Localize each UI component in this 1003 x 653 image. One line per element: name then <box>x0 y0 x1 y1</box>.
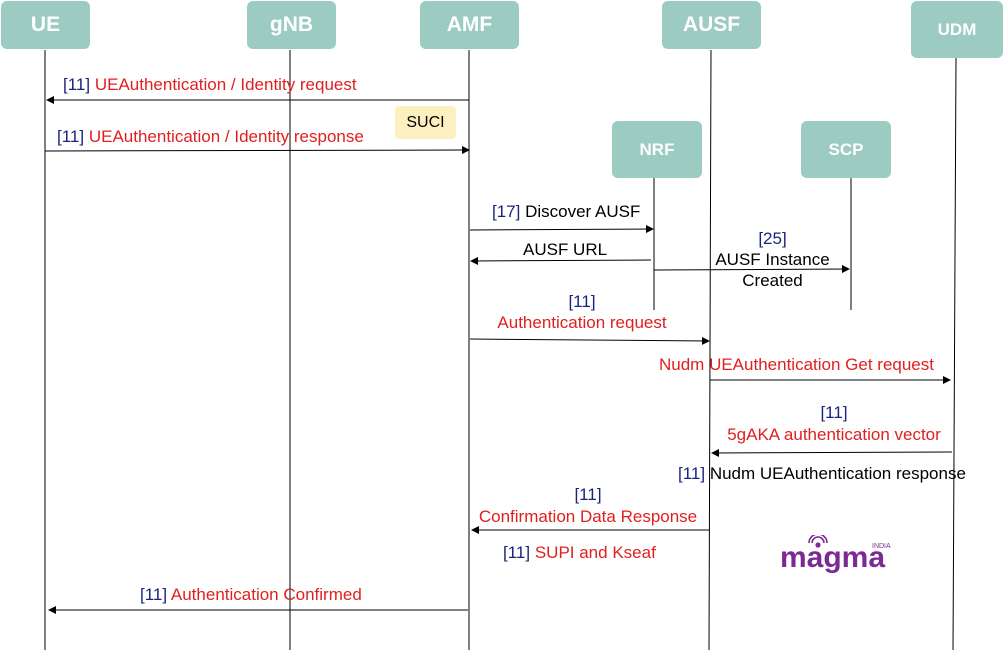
actor-scp: SCP <box>801 121 891 178</box>
actor-nrf: NRF <box>612 121 702 178</box>
actor-udm: UDM <box>911 1 1003 58</box>
message-text-line1: AUSF Instance <box>715 250 830 269</box>
message-text: Confirmation Data Response <box>478 507 698 526</box>
arrow-ausf-url <box>470 256 652 265</box>
message-text: UEAuthentication / Identity response <box>88 127 364 146</box>
label-confirmation-response: [11] Confirmation Data Response <box>472 484 704 528</box>
message-text: 5gAKA authentication vector <box>727 425 941 444</box>
message-text: AUSF URL <box>523 240 608 259</box>
ref-label: [11] <box>568 292 596 311</box>
label-ausf-url: AUSF URL <box>523 240 607 260</box>
note-suci: SUCI <box>395 106 456 139</box>
magma-logo: magma INDIA <box>780 535 891 574</box>
message-text: Nudm UEAuthentication Get request <box>659 355 934 374</box>
message-text: UEAuthentication / Identity request <box>94 75 357 94</box>
ref-label: [11] <box>820 403 848 422</box>
actor-ausf: AUSF <box>662 1 761 49</box>
ref-label: [11] <box>57 127 85 146</box>
message-text: Authentication Confirmed <box>170 585 362 604</box>
label-discover-ausf: [17] Discover AUSF <box>492 202 640 222</box>
label-auth-confirmed: [11] Authentication Confirmed <box>140 585 362 605</box>
ref-label: [11] <box>503 543 531 562</box>
arrow-authentication-request <box>469 336 710 345</box>
message-text: Authentication request <box>497 313 667 332</box>
ref-label: [11] <box>678 464 706 483</box>
message-text: Nudm UEAuthentication response <box>709 464 966 483</box>
ref-label: [17] <box>492 202 521 221</box>
udm-lifeline <box>952 57 957 651</box>
label-identity-request: [11] UEAuthentication / Identity request <box>63 75 357 95</box>
arrow-identity-response <box>44 146 470 155</box>
logo-region: INDIA <box>872 543 891 550</box>
message-text: SUPI and Kseaf <box>534 543 656 562</box>
logo-text: magma <box>780 541 885 574</box>
actor-ue: UE <box>1 1 90 49</box>
ref-label: [11] <box>140 585 168 604</box>
message-text: Discover AUSF <box>525 202 641 221</box>
label-ausf-instance-created: [25] AUSF Instance Created <box>700 228 845 291</box>
label-udm-response: [11] Nudm UEAuthentication response <box>678 464 966 484</box>
ref-label: [11] <box>574 485 602 504</box>
arrow-discover-ausf <box>469 225 654 234</box>
actor-amf: AMF <box>420 1 519 49</box>
message-text-line2: Created <box>742 271 803 290</box>
label-get-request: Nudm UEAuthentication Get request <box>659 355 934 375</box>
label-auth-vector: [11] 5gAKA authentication vector <box>718 402 950 446</box>
actor-gnb: gNB <box>247 1 336 49</box>
label-identity-response: [11] UEAuthentication / Identity respons… <box>57 127 364 147</box>
ref-label: [11] <box>63 75 91 94</box>
ausf-lifeline <box>708 49 712 651</box>
arrow-auth-vector <box>711 448 953 457</box>
label-authentication-request: [11] Authentication request <box>482 291 682 333</box>
label-supi-kseaf: [11] SUPI and Kseaf <box>503 543 656 563</box>
ref-label: [25] <box>758 229 787 248</box>
arrow-ausf-instance-created <box>653 265 850 274</box>
